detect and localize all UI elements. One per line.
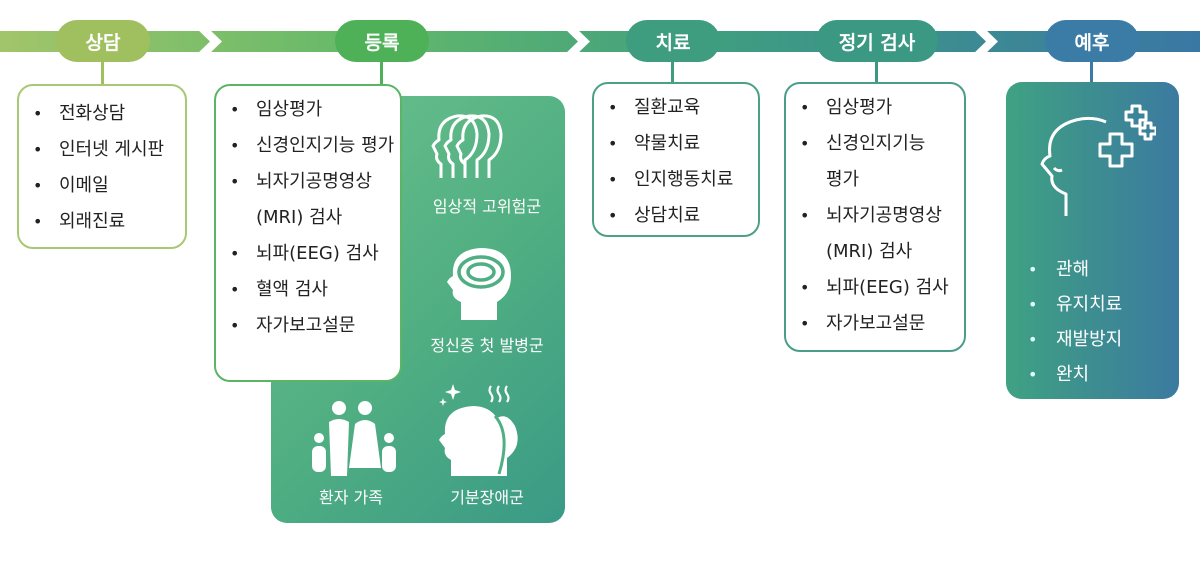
list-item: 질환교육 xyxy=(594,90,758,126)
consult-list: 전화상담 인터넷 게시판 이메일 외래진료 xyxy=(19,96,185,240)
process-band xyxy=(0,28,1200,55)
stage-label: 등록 xyxy=(364,31,400,54)
family-icon xyxy=(312,401,396,476)
stage-treatment-pill: 치료 xyxy=(626,20,720,62)
list-item: 이메일 xyxy=(19,168,185,204)
list-item: 인터넷 게시판 xyxy=(19,132,185,168)
connector xyxy=(1090,62,1093,82)
list-item: 재발방지 xyxy=(1006,322,1179,357)
mood-head-icon xyxy=(439,384,518,476)
treatment-list: 질환교육 약물치료 인지행동치료 상담치료 xyxy=(594,90,758,234)
list-item: 신경인지기능 평가 xyxy=(216,128,396,164)
list-item: 뇌파(EEG) 검사 xyxy=(786,270,964,306)
list-item: 뇌자기공명영상 (MRI) 검사 xyxy=(786,198,966,270)
list-item: 약물치료 xyxy=(594,126,758,162)
stage-register-pill: 등록 xyxy=(335,20,429,62)
checkup-list: 임상평가 신경인지기능 평가 뇌자기공명영상 (MRI) 검사 뇌파(EEG) … xyxy=(786,90,964,342)
prognosis-box: 관해 유지치료 재발방지 완치 xyxy=(1006,82,1179,399)
register-list: 임상평가 신경인지기능 평가 뇌자기공명영상 (MRI) 검사 뇌파(EEG) … xyxy=(216,92,400,344)
list-item: 유지치료 xyxy=(1006,287,1179,322)
list-item: 관해 xyxy=(1006,252,1179,287)
list-item: 자가보고설문 xyxy=(216,308,400,344)
list-item: 전화상담 xyxy=(19,96,185,132)
consult-box: 전화상담 인터넷 게시판 이메일 외래진료 xyxy=(17,84,187,249)
group-label-first-episode: 정신증 첫 발병군 xyxy=(430,336,544,355)
list-item: 임상평가 xyxy=(786,90,964,126)
list-item: 혈액 검사 xyxy=(216,272,400,308)
stage-label: 상담 xyxy=(85,31,121,54)
register-box: 임상평가 신경인지기능 평가 뇌자기공명영상 (MRI) 검사 뇌파(EEG) … xyxy=(214,84,402,382)
list-item: 외래진료 xyxy=(19,204,185,240)
list-item: 신경인지기능 평가 xyxy=(786,126,946,198)
stage-label: 치료 xyxy=(655,31,691,54)
prognosis-list: 관해 유지치료 재발방지 완치 xyxy=(1006,252,1179,392)
list-item: 인지행동치료 xyxy=(594,162,758,198)
checkup-box: 임상평가 신경인지기능 평가 뇌자기공명영상 (MRI) 검사 뇌파(EEG) … xyxy=(784,82,966,352)
list-item: 뇌파(EEG) 검사 xyxy=(216,236,400,272)
group-label-family: 환자 가족 xyxy=(319,488,383,507)
list-item: 뇌자기공명영상 (MRI) 검사 xyxy=(216,164,396,236)
connector xyxy=(380,62,383,84)
connector xyxy=(101,62,104,84)
stage-consult-pill: 상담 xyxy=(56,20,150,62)
group-label-clinical-high-risk: 임상적 고위험군 xyxy=(432,197,542,216)
connector xyxy=(875,62,878,84)
list-item: 상담치료 xyxy=(594,198,758,234)
stage-prognosis-pill: 예후 xyxy=(1045,20,1139,62)
treatment-box: 질환교육 약물치료 인지행동치료 상담치료 xyxy=(592,82,760,237)
list-item: 임상평가 xyxy=(216,92,400,128)
stage-checkup-pill: 정기 검사 xyxy=(816,20,938,62)
stage-label: 예후 xyxy=(1074,31,1110,54)
list-item: 완치 xyxy=(1006,357,1179,392)
medical-cross-head-icon xyxy=(1040,104,1156,216)
connector xyxy=(671,62,674,84)
stage-label: 정기 검사 xyxy=(838,31,916,54)
list-item: 자가보고설문 xyxy=(786,306,964,342)
group-label-mood-disorder: 기분장애군 xyxy=(450,488,524,507)
brain-head-icon xyxy=(447,248,511,320)
head-profile-icon xyxy=(431,114,503,178)
